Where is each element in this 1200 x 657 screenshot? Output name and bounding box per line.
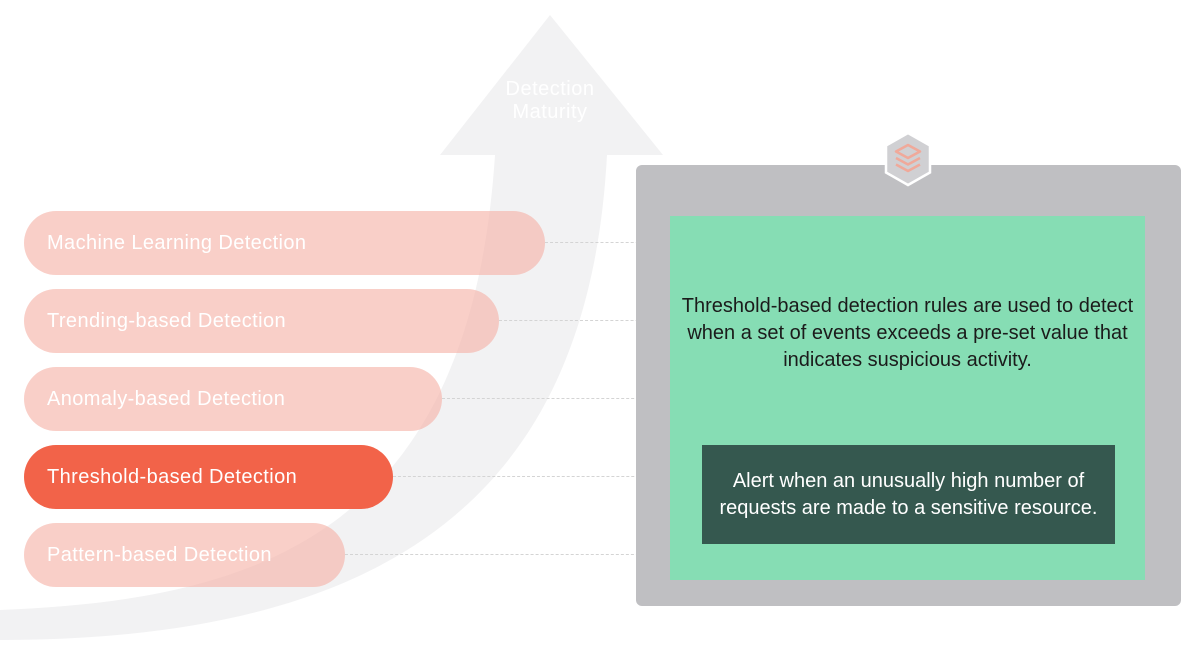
connector-line — [393, 472, 670, 479]
level-pattern[interactable]: Pattern-based Detection — [24, 523, 345, 587]
maturity-arrow-shape — [0, 15, 663, 640]
level-anomaly[interactable]: Anomaly-based Detection — [24, 367, 442, 431]
example-alert-text: Alert when an unusually high number of r… — [719, 469, 1098, 519]
connector-line — [442, 394, 670, 401]
level-label: Threshold-based Detection — [47, 465, 298, 488]
level-trending[interactable]: Trending-based Detection — [24, 289, 499, 353]
level-label: Trending-based Detection — [47, 309, 286, 332]
level-label: Pattern-based Detection — [47, 543, 272, 566]
level-machine-learning[interactable]: Machine Learning Detection — [24, 211, 545, 275]
arrow-label: Detection Maturity — [505, 78, 595, 123]
connector-line — [345, 550, 670, 557]
layers-icon — [884, 131, 932, 187]
level-label: Machine Learning Detection — [47, 231, 307, 254]
detection-description: Threshold-based detection rules are used… — [681, 295, 1134, 371]
level-threshold[interactable]: Threshold-based Detection — [24, 445, 393, 509]
example-alert-box: Alert when an unusually high number of r… — [702, 445, 1115, 544]
level-label: Anomaly-based Detection — [47, 387, 286, 410]
